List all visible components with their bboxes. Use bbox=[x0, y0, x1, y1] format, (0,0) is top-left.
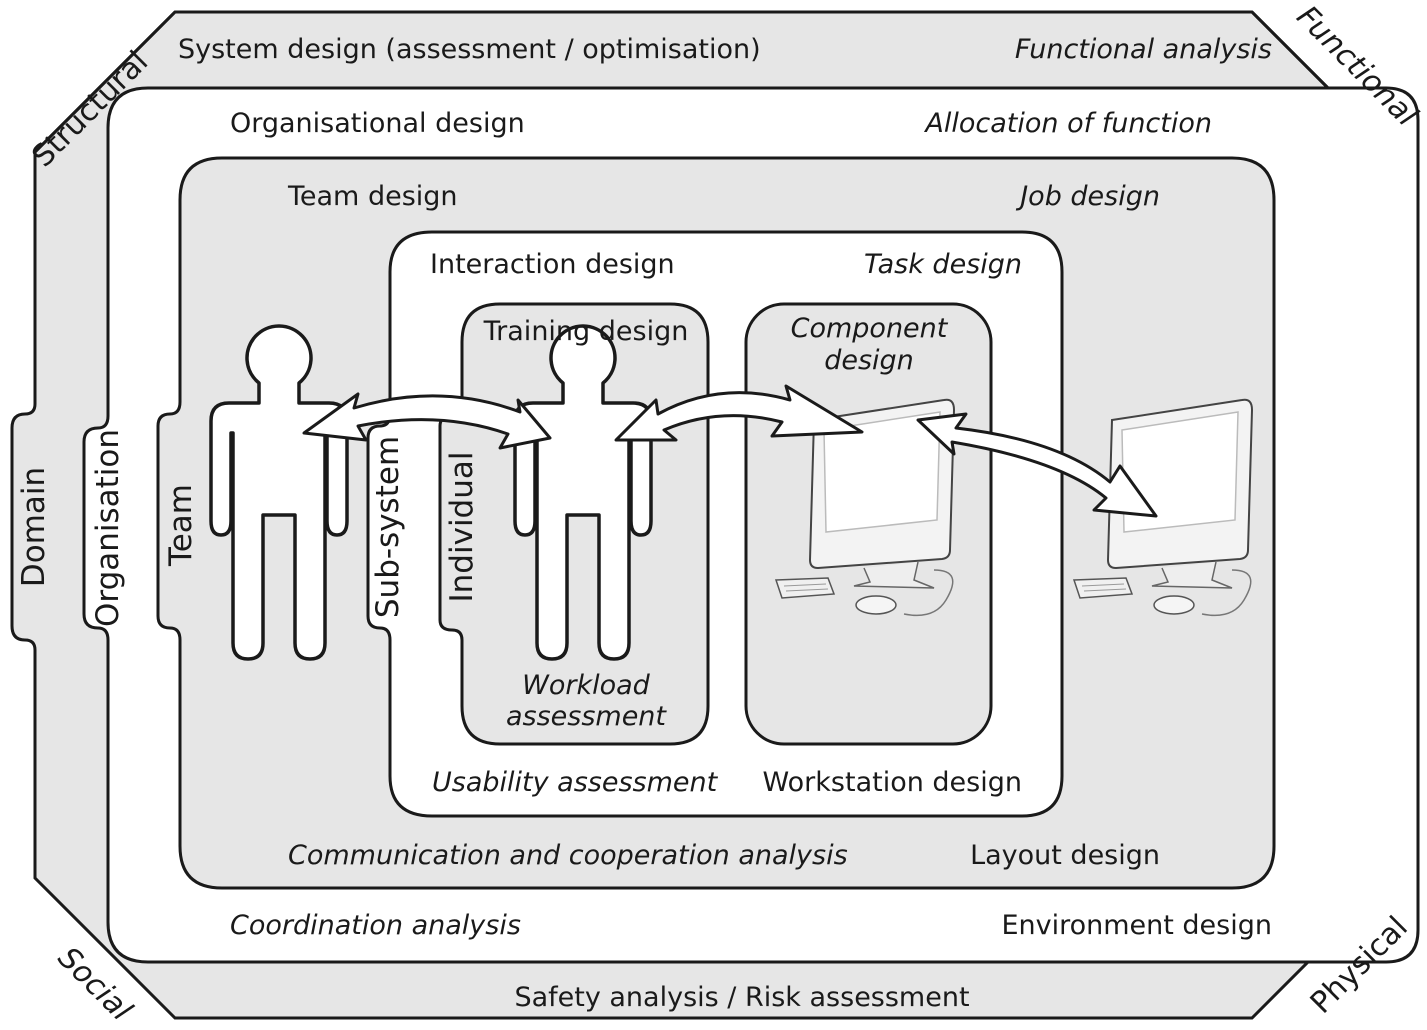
label-layout-design: Layout design bbox=[970, 840, 1160, 871]
label-component-design-2: design bbox=[824, 345, 914, 376]
level-domain: Domain bbox=[16, 467, 52, 587]
label-usability-assessment: Usability assessment bbox=[432, 767, 719, 798]
label-team-design: Team design bbox=[287, 181, 458, 212]
label-job-design: Job design bbox=[1015, 181, 1160, 212]
level-organisation: Organisation bbox=[90, 429, 126, 627]
label-organisational-design: Organisational design bbox=[230, 108, 525, 139]
label-component-design-1: Component bbox=[791, 313, 949, 344]
double-arrow-icon bbox=[302, 384, 1158, 518]
label-environment-design: Environment design bbox=[1001, 910, 1272, 941]
label-safety-analysis: Safety analysis / Risk assessment bbox=[514, 982, 969, 1013]
label-communication-analysis: Communication and cooperation analysis bbox=[288, 840, 848, 871]
label-workload-assessment-2: assessment bbox=[506, 701, 667, 732]
level-individual: Individual bbox=[444, 452, 480, 603]
level-team: Team bbox=[163, 484, 199, 567]
label-task-design: Task design bbox=[864, 249, 1022, 280]
label-allocation-of-function: Allocation of function bbox=[923, 108, 1212, 139]
label-coordination-analysis: Coordination analysis bbox=[230, 910, 521, 941]
label-functional-analysis: Functional analysis bbox=[1015, 34, 1272, 65]
label-interaction-design: Interaction design bbox=[430, 249, 675, 280]
label-workload-assessment-1: Workload bbox=[522, 670, 651, 701]
level-subsystem: Sub-system bbox=[370, 436, 406, 618]
label-training-design: Training design bbox=[483, 316, 689, 347]
label-system-design: System design (assessment / optimisation… bbox=[178, 34, 761, 65]
label-workstation-design: Workstation design bbox=[763, 767, 1022, 798]
